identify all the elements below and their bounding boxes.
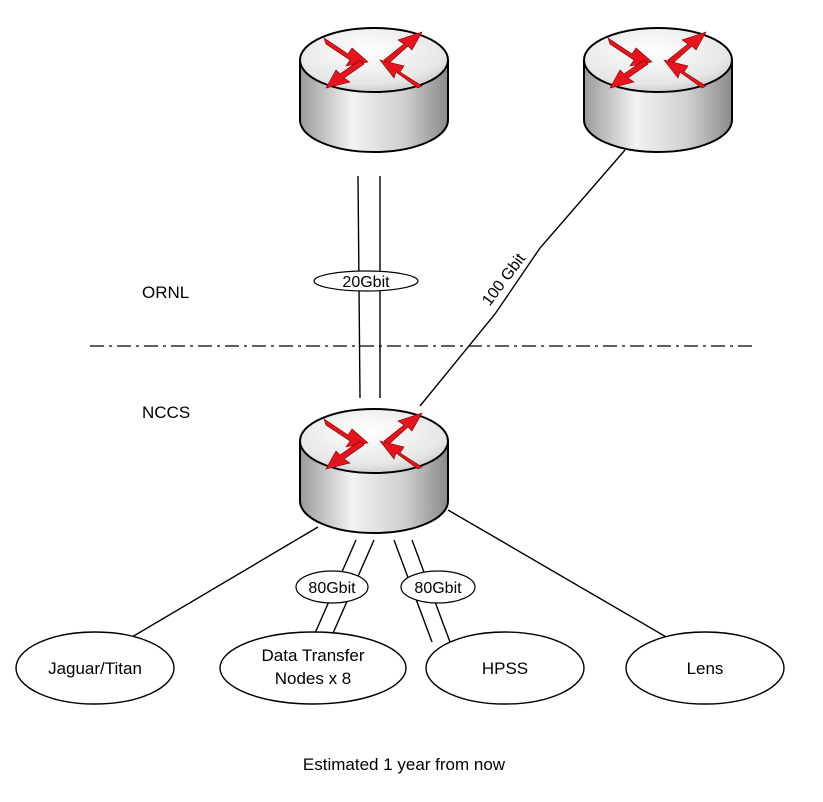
zone-label-ornl: ORNL [142,283,189,302]
jaguar-link [109,526,319,651]
svg-text:HPSS: HPSS [482,659,528,678]
svg-text:80Gbit: 80Gbit [308,580,356,597]
links [90,149,752,651]
svg-text:Lens: Lens [687,659,724,678]
node-jaguar-titan: Jaguar/Titan [15,631,175,705]
router-icon-ornl-right [583,27,733,153]
link-label-20gbit: 20Gbit [313,270,419,292]
uplink-right-line [419,149,626,407]
link-label-dtn-80gbit: 80Gbit [295,570,369,604]
node-data-transfer: Data Transfer Nodes x 8 [219,631,407,705]
link-label-100gbit: 100 Gbit [471,240,535,318]
node-lens: Lens [625,631,785,705]
lens-link [447,509,681,646]
link-label-hpss-80gbit: 80Gbit [400,570,476,604]
svg-text:Nodes x 8: Nodes x 8 [275,669,352,688]
router-icon-nccs [299,408,449,534]
svg-text:20Gbit: 20Gbit [342,274,390,291]
svg-text:Data Transfer: Data Transfer [262,646,365,665]
zone-label-nccs: NCCS [142,403,190,422]
router-icon-ornl-left [299,27,449,153]
svg-text:80Gbit: 80Gbit [414,580,462,597]
diagram-caption: Estimated 1 year from now [303,755,506,774]
node-hpss: HPSS [425,631,585,705]
svg-text:Jaguar/Titan: Jaguar/Titan [48,659,142,678]
